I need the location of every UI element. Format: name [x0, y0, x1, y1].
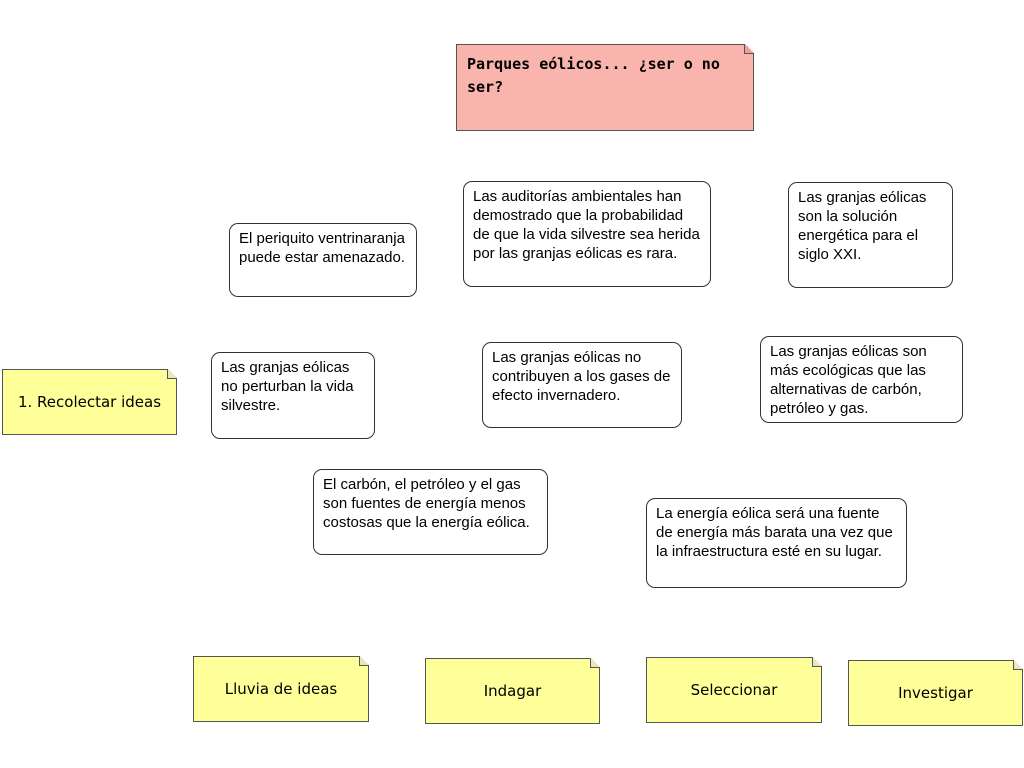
idea-card-periquito: El periquito ventrinaranja puede estar a… [229, 223, 417, 297]
idea-card-text: El periquito ventrinaranja puede estar a… [239, 230, 405, 266]
idea-card-text: Las granjas eólicas no contribuyen a los… [492, 349, 671, 404]
step-note-text: Seleccionar [690, 680, 778, 699]
idea-card-text: El carbón, el petróleo y el gas son fuen… [323, 476, 530, 531]
idea-card-menos-costosas: El carbón, el petróleo y el gas son fuen… [313, 469, 548, 555]
idea-card-auditorias: Las auditorías ambientales han demostrad… [463, 181, 711, 287]
idea-card-text: Las granjas eólicas no perturban la vida… [221, 359, 354, 414]
idea-card-text: Las granjas eólicas son más ecológicas q… [770, 343, 927, 417]
step-note-text: Indagar [483, 681, 542, 700]
side-note-text: 1. Recolectar ideas [17, 392, 162, 411]
step-note-investigar: Investigar [848, 660, 1023, 726]
idea-card-mas-ecologicas: Las granjas eólicas son más ecológicas q… [760, 336, 963, 423]
step-note-text: Investigar [898, 683, 973, 702]
step-note-seleccionar: Seleccionar [646, 657, 822, 723]
idea-card-text: La energía eólica será una fuente de ene… [656, 505, 893, 560]
idea-card-text: Las auditorías ambientales han demostrad… [473, 188, 700, 262]
title-note-text: Parques eólicos... ¿ser o no ser? [467, 55, 720, 96]
idea-card-text: Las granjas eólicas son la solución ener… [798, 189, 927, 263]
step-note-lluvia-de-ideas: Lluvia de ideas [193, 656, 369, 722]
idea-card-gases-efecto-invernadero: Las granjas eólicas no contribuyen a los… [482, 342, 682, 428]
idea-card-no-perturban: Las granjas eólicas no perturban la vida… [211, 352, 375, 439]
side-note-recolectar-ideas: 1. Recolectar ideas [2, 369, 177, 435]
step-note-text: Lluvia de ideas [224, 679, 338, 698]
idea-card-mas-barata: La energía eólica será una fuente de ene… [646, 498, 907, 588]
idea-card-solucion-energetica: Las granjas eólicas son la solución ener… [788, 182, 953, 288]
step-note-indagar: Indagar [425, 658, 600, 724]
title-note: Parques eólicos... ¿ser o no ser? [456, 44, 754, 131]
